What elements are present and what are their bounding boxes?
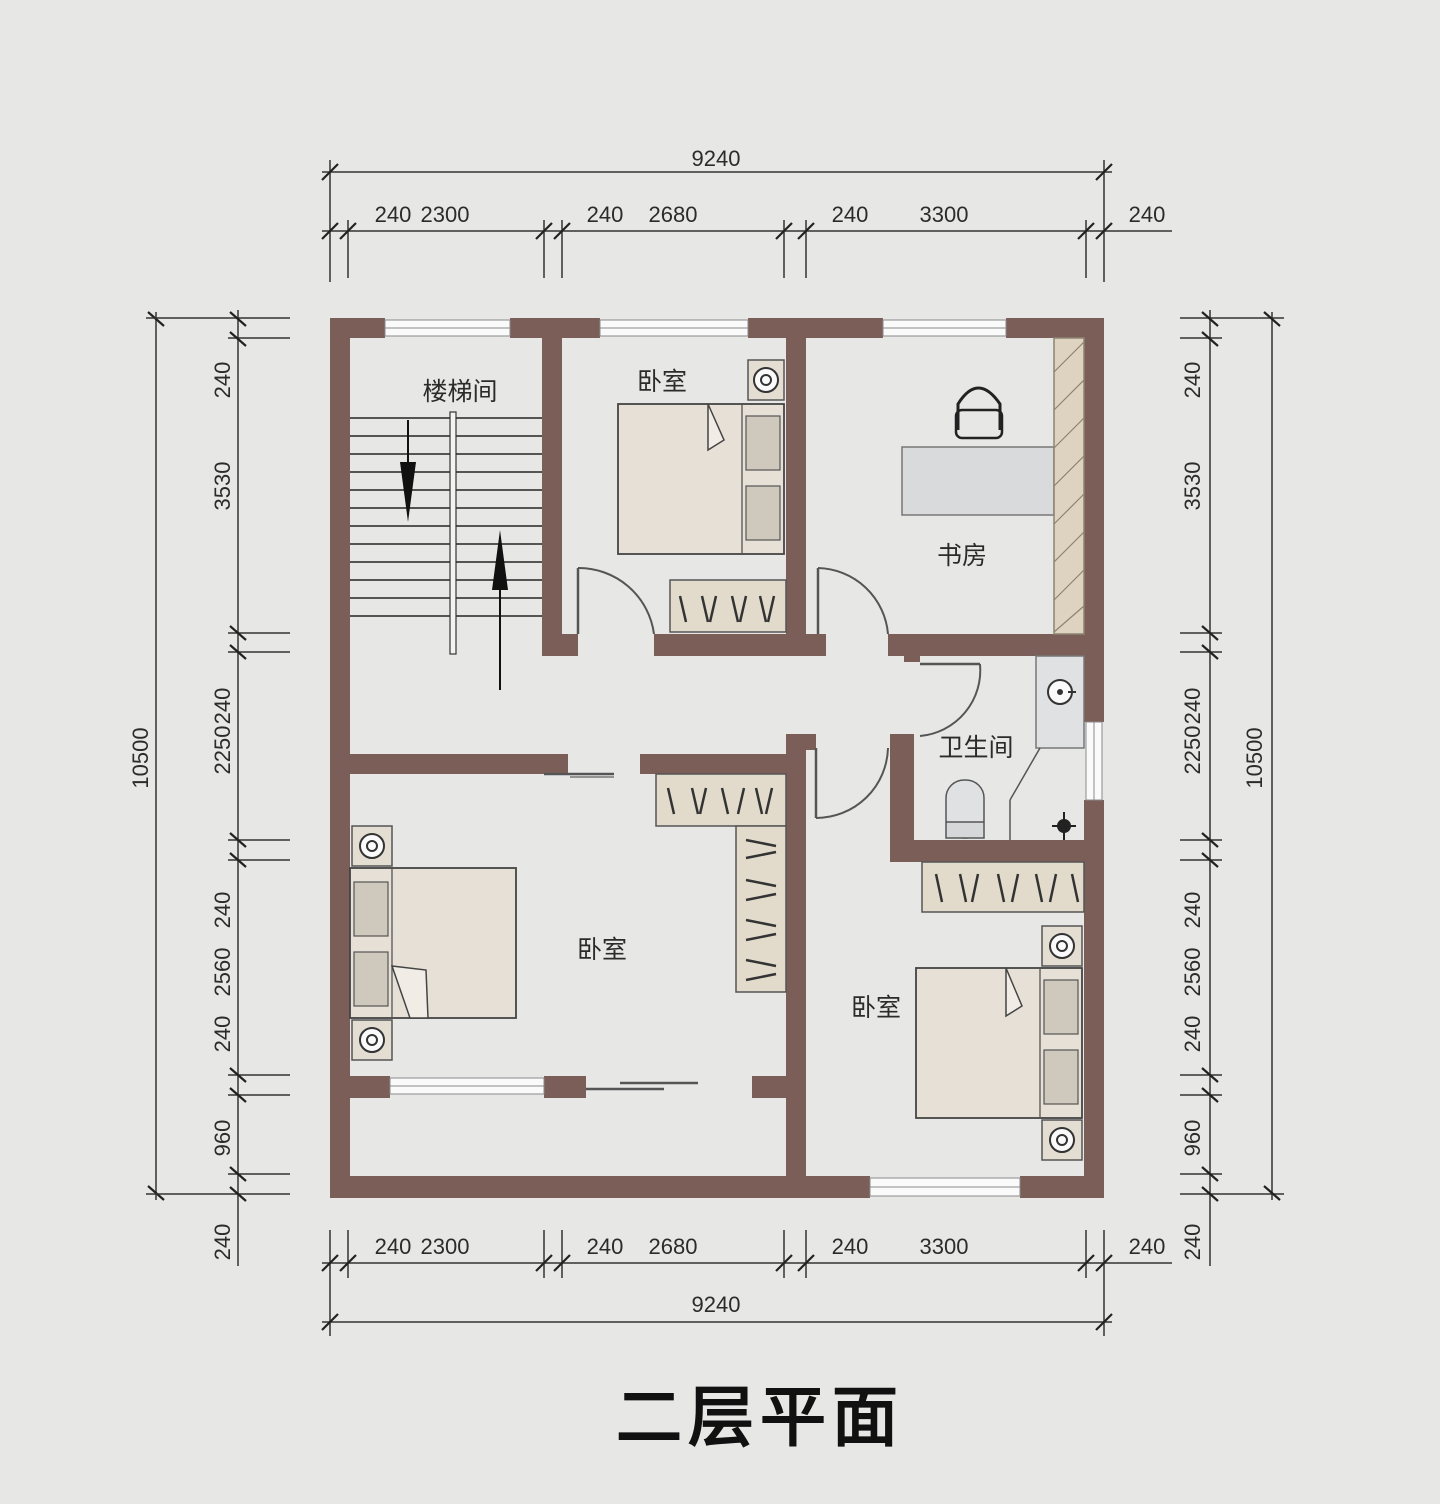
plan-title: 二层平面 — [616, 1379, 904, 1456]
dim-top-seg-3: 240 — [587, 202, 624, 227]
dim-left-seg-9: 240 — [210, 1224, 235, 1261]
bedroom-right-furniture — [915, 861, 1085, 1161]
dim-left-seg-4: 2250 — [210, 726, 235, 775]
bookshelf — [1053, 337, 1085, 635]
bed-icon — [915, 967, 1083, 1119]
nightstand-lamp-icon — [1041, 925, 1083, 967]
dim-bottom-seg-4: 2680 — [649, 1234, 698, 1259]
dim-bottom-total: 9240 — [692, 1292, 741, 1317]
staircase — [350, 411, 542, 690]
dim-right-seg-1: 240 — [1180, 362, 1205, 399]
study-furniture — [901, 337, 1085, 635]
door-bedroom-top — [576, 566, 655, 635]
dim-right-seg-3: 240 — [1180, 688, 1205, 725]
top-dimensions: 9240 240 2300 240 2680 240 3300 240 — [321, 146, 1172, 282]
wardrobe-bath-side — [921, 861, 1085, 913]
bedroom-top-furniture — [617, 359, 787, 633]
dim-right-total: 10500 — [1242, 727, 1267, 788]
windows — [384, 319, 1103, 1197]
shower-icon — [1052, 812, 1076, 840]
room-label-bathroom: 卫生间 — [938, 733, 1013, 762]
room-label-stairwell: 楼梯间 — [422, 377, 497, 406]
window-stair-top — [384, 319, 511, 337]
room-label-bedroom-left: 卧室 — [577, 935, 627, 964]
bathroom-fixtures — [945, 655, 1085, 840]
dim-top-seg-1: 240 — [375, 202, 412, 227]
desk — [901, 446, 1055, 516]
right-dimensions: 240 3530 240 2250 240 2560 240 960 240 1… — [1180, 310, 1284, 1266]
door-bedroom-right — [814, 747, 889, 819]
top-segment-ticks — [321, 220, 1113, 278]
dim-left-seg-5: 240 — [210, 892, 235, 929]
room-labels: 楼梯间 卧室 书房 卫生间 卧室 卧室 — [422, 367, 1013, 1022]
room-label-bedroom-top: 卧室 — [637, 367, 687, 396]
wardrobe-top — [669, 579, 787, 633]
nightstand-lamp-icon — [351, 825, 393, 867]
up-arrow-icon — [492, 530, 508, 690]
bedroom-left-furniture — [349, 773, 787, 1061]
dim-bottom-seg-1: 240 — [375, 1234, 412, 1259]
doors — [544, 566, 982, 1091]
dim-top-seg-2: 2300 — [421, 202, 470, 227]
wardrobe-corridor — [655, 773, 787, 827]
dim-right-seg-4: 2250 — [1180, 726, 1205, 775]
dim-right-seg-8: 960 — [1180, 1120, 1205, 1157]
dim-top-seg-6: 3300 — [920, 202, 969, 227]
window-bedroom-top — [599, 319, 749, 337]
dim-bottom-seg-7: 240 — [1129, 1234, 1166, 1259]
dim-right-seg-7: 240 — [1180, 1016, 1205, 1053]
toilet-icon — [945, 779, 985, 839]
door-study — [816, 567, 889, 635]
sliding-door-balcony — [586, 1081, 698, 1091]
bed-icon — [349, 867, 517, 1019]
chair-icon — [954, 386, 1004, 440]
window-left-bedroom-balcony — [389, 1077, 545, 1095]
sink-icon — [1035, 655, 1085, 749]
window-study-top — [882, 319, 1007, 337]
dim-right-seg-9: 240 — [1180, 1224, 1205, 1261]
dim-right-seg-6: 2560 — [1180, 948, 1205, 997]
dim-right-seg-2: 3530 — [1180, 462, 1205, 511]
nightstand-lamp-icon — [747, 359, 785, 401]
left-dimensions: 10500 240 3530 240 2250 240 2560 240 960… — [128, 310, 290, 1266]
dim-left-seg-8: 960 — [210, 1120, 235, 1157]
dim-top-seg-7: 240 — [1129, 202, 1166, 227]
door-bathroom — [919, 662, 982, 737]
dim-bottom-seg-3: 240 — [587, 1234, 624, 1259]
dim-left-seg-6: 2560 — [210, 948, 235, 997]
sliding-door-left-bedroom — [544, 772, 614, 778]
dim-top-total: 9240 — [692, 146, 741, 171]
window-bedroom-right-bottom — [869, 1177, 1021, 1197]
dim-bottom-seg-6: 3300 — [920, 1234, 969, 1259]
dim-left-seg-3: 240 — [210, 688, 235, 725]
down-arrow-icon — [400, 420, 416, 522]
dim-top-seg-5: 240 — [832, 202, 869, 227]
dim-left-seg-7: 240 — [210, 1016, 235, 1053]
dim-left-seg-2: 3530 — [210, 462, 235, 511]
dim-bottom-seg-2: 2300 — [421, 1234, 470, 1259]
bottom-dimensions: 240 2300 240 2680 240 3300 240 9240 — [321, 1230, 1172, 1336]
walls — [330, 318, 1104, 1198]
dim-left-seg-1: 240 — [210, 362, 235, 399]
room-label-study: 书房 — [937, 541, 987, 570]
dim-top-seg-4: 2680 — [649, 202, 698, 227]
nightstand-lamp-icon — [351, 1019, 393, 1061]
bed-icon — [617, 403, 785, 555]
window-bath-right — [1085, 721, 1103, 801]
wardrobe-vertical — [735, 825, 787, 993]
dim-bottom-seg-5: 240 — [832, 1234, 869, 1259]
room-label-bedroom-right: 卧室 — [851, 993, 901, 1022]
dim-left-total: 10500 — [128, 727, 153, 788]
nightstand-lamp-icon — [1041, 1119, 1083, 1161]
dim-right-seg-5: 240 — [1180, 892, 1205, 929]
